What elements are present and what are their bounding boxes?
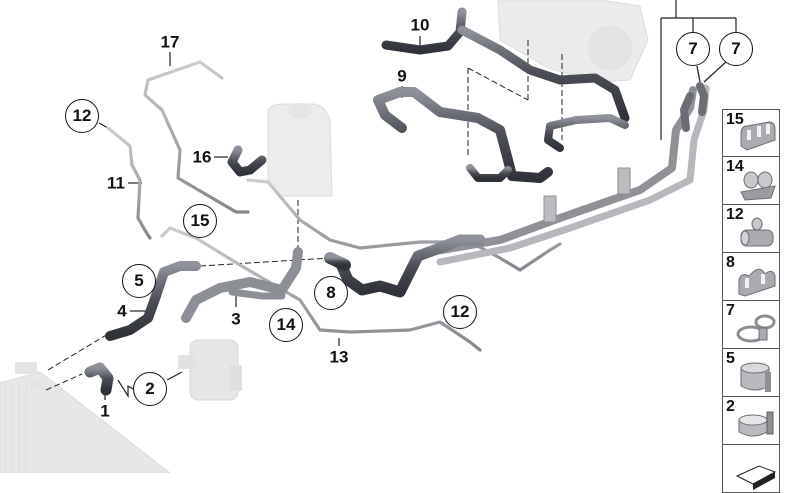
callout-15[interactable]: 15 [183, 204, 217, 238]
legend-item-14[interactable]: 14 [722, 157, 780, 205]
legend-item-15[interactable]: 15 [722, 109, 780, 157]
callout-11[interactable]: 11 [107, 173, 125, 193]
legend-item-8[interactable]: 8 [722, 253, 780, 301]
bracket-clamp-icon [738, 411, 774, 437]
intake-housing [497, 0, 649, 83]
legend-label: 15 [726, 111, 744, 128]
sleeve-clamp-icon [740, 362, 771, 392]
legend-label: 2 [726, 398, 735, 415]
callout-1[interactable]: 1 [100, 401, 110, 421]
callout-2[interactable]: 2 [133, 372, 167, 406]
expansion-tank [267, 103, 333, 197]
double-ring-clip-icon [740, 171, 776, 201]
parts-diagram [0, 0, 737, 473]
callout-bracket [660, 0, 737, 140]
double-clip-icon [738, 268, 776, 297]
part-notice-icon [735, 465, 777, 490]
clip-legend: 15 14 12 8 7 [722, 109, 780, 493]
callout-4[interactable]: 4 [117, 301, 127, 321]
callout-5[interactable]: 5 [122, 264, 156, 298]
metal-pipes [106, 60, 562, 352]
callout-7-left[interactable]: 7 [676, 32, 710, 66]
triple-clip-icon [740, 121, 776, 151]
callout-3[interactable]: 3 [231, 309, 241, 329]
callout-7-right[interactable]: 7 [719, 32, 753, 66]
legend-label: 7 [726, 302, 735, 319]
legend-label: 8 [726, 254, 735, 271]
legend-item-7[interactable]: 7 [722, 301, 780, 349]
callout-12-right[interactable]: 12 [443, 295, 477, 329]
callout-10[interactable]: 10 [410, 15, 430, 35]
legend-label: 14 [726, 158, 744, 175]
callout-9[interactable]: 9 [397, 66, 407, 86]
legend-item-notice[interactable] [722, 445, 780, 493]
legend-item-12[interactable]: 12 [722, 205, 780, 253]
assembly-lines [45, 40, 563, 391]
rubber-hoses [84, 7, 708, 396]
callout-8[interactable]: 8 [314, 276, 348, 310]
water-pump [178, 339, 242, 401]
radiator [0, 362, 171, 473]
legend-item-5[interactable]: 5 [722, 349, 780, 397]
callout-17[interactable]: 17 [160, 32, 180, 52]
bolt-clip-icon [740, 217, 774, 247]
callout-13[interactable]: 13 [329, 347, 349, 367]
callout-12-left[interactable]: 12 [65, 99, 99, 133]
legend-label: 12 [726, 206, 744, 223]
callout-16[interactable]: 16 [192, 147, 212, 167]
hose-clamp-icon [736, 314, 776, 343]
callout-14[interactable]: 14 [269, 308, 303, 342]
legend-item-2[interactable]: 2 [722, 397, 780, 445]
legend-label: 5 [726, 350, 735, 367]
